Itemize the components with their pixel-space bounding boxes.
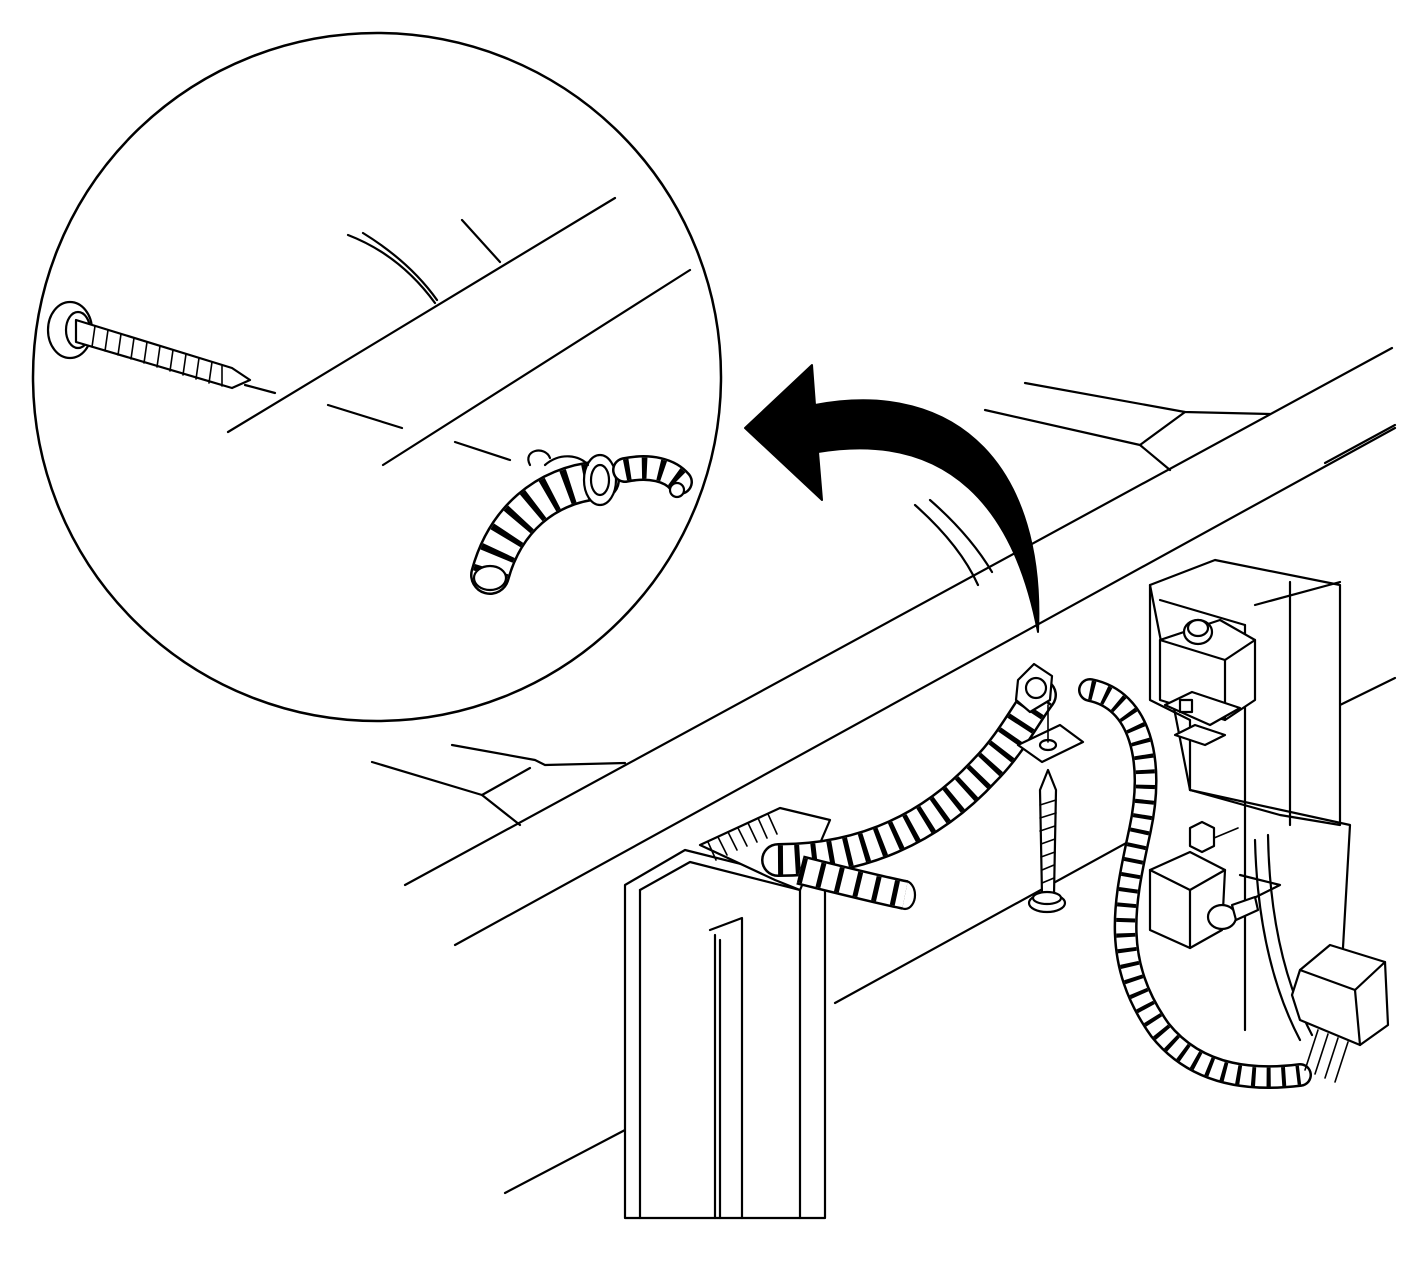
harness-bracket [1014,662,1085,764]
bolt-icon [1182,618,1214,646]
push-pin-retainer-icon [1027,768,1067,914]
channel-post [623,806,832,1220]
wire-harness-icon [761,678,1312,1090]
bolt-icon [1206,895,1260,931]
connector-icon [1290,943,1390,1083]
push-pin-retainer-icon [46,300,252,390]
curved-arrow-icon [744,364,1040,633]
body-panel-lines [370,346,1397,1195]
relay-icon [1148,820,1239,950]
wire-harness-icon [470,449,693,595]
magnified-detail-inset [31,31,723,723]
relay-icon [1158,618,1257,747]
